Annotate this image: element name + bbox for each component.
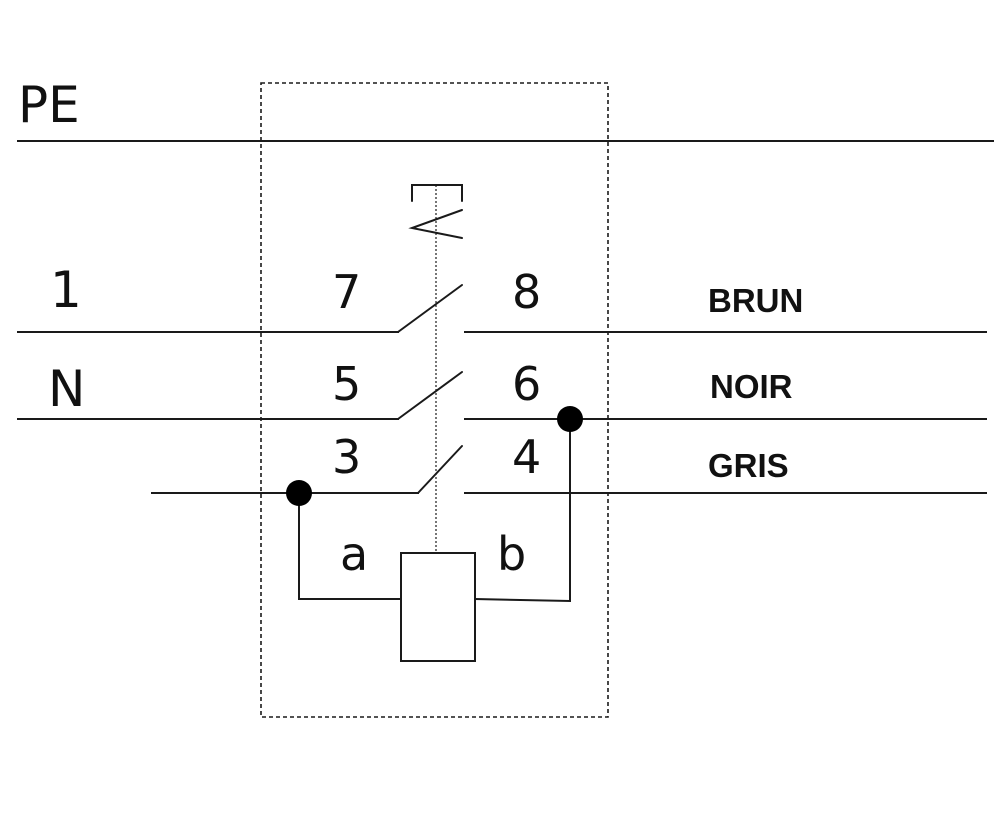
terminal-3-label: 3: [332, 430, 361, 484]
actuator-spring-symbol: [408, 209, 463, 239]
manual-actuator-symbol: [411, 184, 463, 202]
line-label-pe: PE: [18, 76, 80, 134]
wire-color-brun: BRUN: [708, 282, 803, 319]
terminal-8-label: 8: [512, 265, 541, 319]
coil: [400, 552, 476, 662]
junction-node-gris: [286, 480, 312, 506]
line-label-1: 1: [50, 261, 82, 319]
coil-terminal-a-label: a: [340, 527, 368, 581]
terminal-5-label: 5: [332, 357, 361, 411]
device-enclosure: [260, 82, 609, 718]
coil-b-wire: [473, 418, 571, 603]
terminal-4-label: 4: [512, 430, 541, 484]
contact-5-6: [397, 371, 463, 420]
coil-terminal-b-label: b: [497, 527, 526, 581]
contact-7-8: [397, 284, 463, 333]
contact-3-4: [417, 445, 463, 494]
line-label-n: N: [48, 360, 85, 418]
wire-color-noir: NOIR: [710, 368, 793, 405]
coil-a-wire: [298, 492, 402, 600]
terminal-6-label: 6: [512, 357, 541, 411]
wire-color-gris: GRIS: [708, 447, 789, 484]
junction-node-noir: [557, 406, 583, 432]
terminal-7-label: 7: [332, 265, 361, 319]
